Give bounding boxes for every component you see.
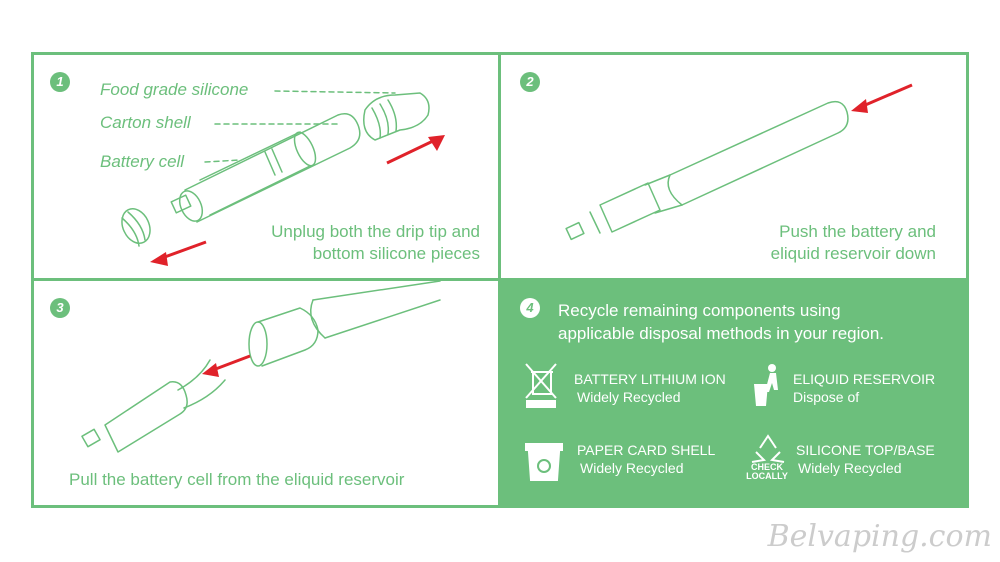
- step-2-number: 2: [520, 72, 540, 92]
- panel-recycle: [501, 281, 966, 505]
- panel-1-device-illustration: [121, 90, 430, 247]
- step-2-caption: Push the battery and eliquid reservoir d…: [660, 221, 936, 265]
- paper-shell-title: PAPER CARD SHELL: [577, 442, 716, 458]
- battery-status: Widely Recycled: [577, 389, 681, 405]
- label-battery-cell: Battery cell: [100, 152, 185, 171]
- silicone-status: Widely Recycled: [798, 460, 902, 476]
- step-1-caption-line2: bottom silicone pieces: [312, 244, 480, 263]
- arrow-up-right: [386, 139, 434, 165]
- step-1-caption-line1: Unplug both the drip tip and: [271, 222, 480, 241]
- check-locally-text: CHECK LOCALLY: [744, 463, 790, 481]
- step-4-number: 4: [520, 298, 540, 318]
- panel-3-device-illustration: [81, 280, 441, 453]
- red-arrows: [150, 83, 913, 377]
- reservoir-status: Dispose of: [793, 389, 860, 405]
- paper-shell-status: Widely Recycled: [580, 460, 684, 476]
- label-food-grade-silicone: Food grade silicone: [100, 80, 249, 99]
- recycle-bin-icon: [525, 443, 563, 481]
- step-2-caption-line2: eliquid reservoir down: [770, 244, 936, 263]
- step-4-caption-line1: Recycle remaining components using: [558, 301, 841, 320]
- crossed-bin-icon: [525, 363, 557, 408]
- panel-2-device-illustration: [565, 100, 849, 241]
- arrow-pull-left: [212, 354, 251, 372]
- check-locally-line2: LOCALLY: [746, 471, 788, 481]
- reservoir-title: ELIQUID RESERVOIR: [793, 371, 936, 387]
- step-1-caption: Unplug both the drip tip and bottom sili…: [200, 221, 480, 265]
- step-3-caption: Pull the battery cell from the eliquid r…: [69, 470, 405, 489]
- silicone-title: SILICONE TOP/BASE: [796, 442, 935, 458]
- horizontal-divider: [31, 278, 969, 281]
- watermark: Belvaping.com: [767, 519, 992, 554]
- tidyman-icon: [754, 364, 778, 406]
- arrow-down-left-2: [862, 83, 913, 108]
- step-3-number: 3: [50, 298, 70, 318]
- check-locally-line1: CHECK: [750, 462, 783, 472]
- step-4-caption-line2: applicable disposal methods in your regi…: [558, 324, 885, 343]
- battery-title: BATTERY LITHIUM ION: [574, 371, 726, 387]
- label-carton-shell: Carton shell: [100, 113, 191, 132]
- step-1-number: 1: [50, 72, 70, 92]
- step-4-caption: Recycle remaining components using appli…: [558, 299, 958, 345]
- step-2-caption-line1: Push the battery and: [779, 222, 936, 241]
- check-locally-icon: [751, 434, 785, 463]
- arrow-down-left: [161, 240, 207, 260]
